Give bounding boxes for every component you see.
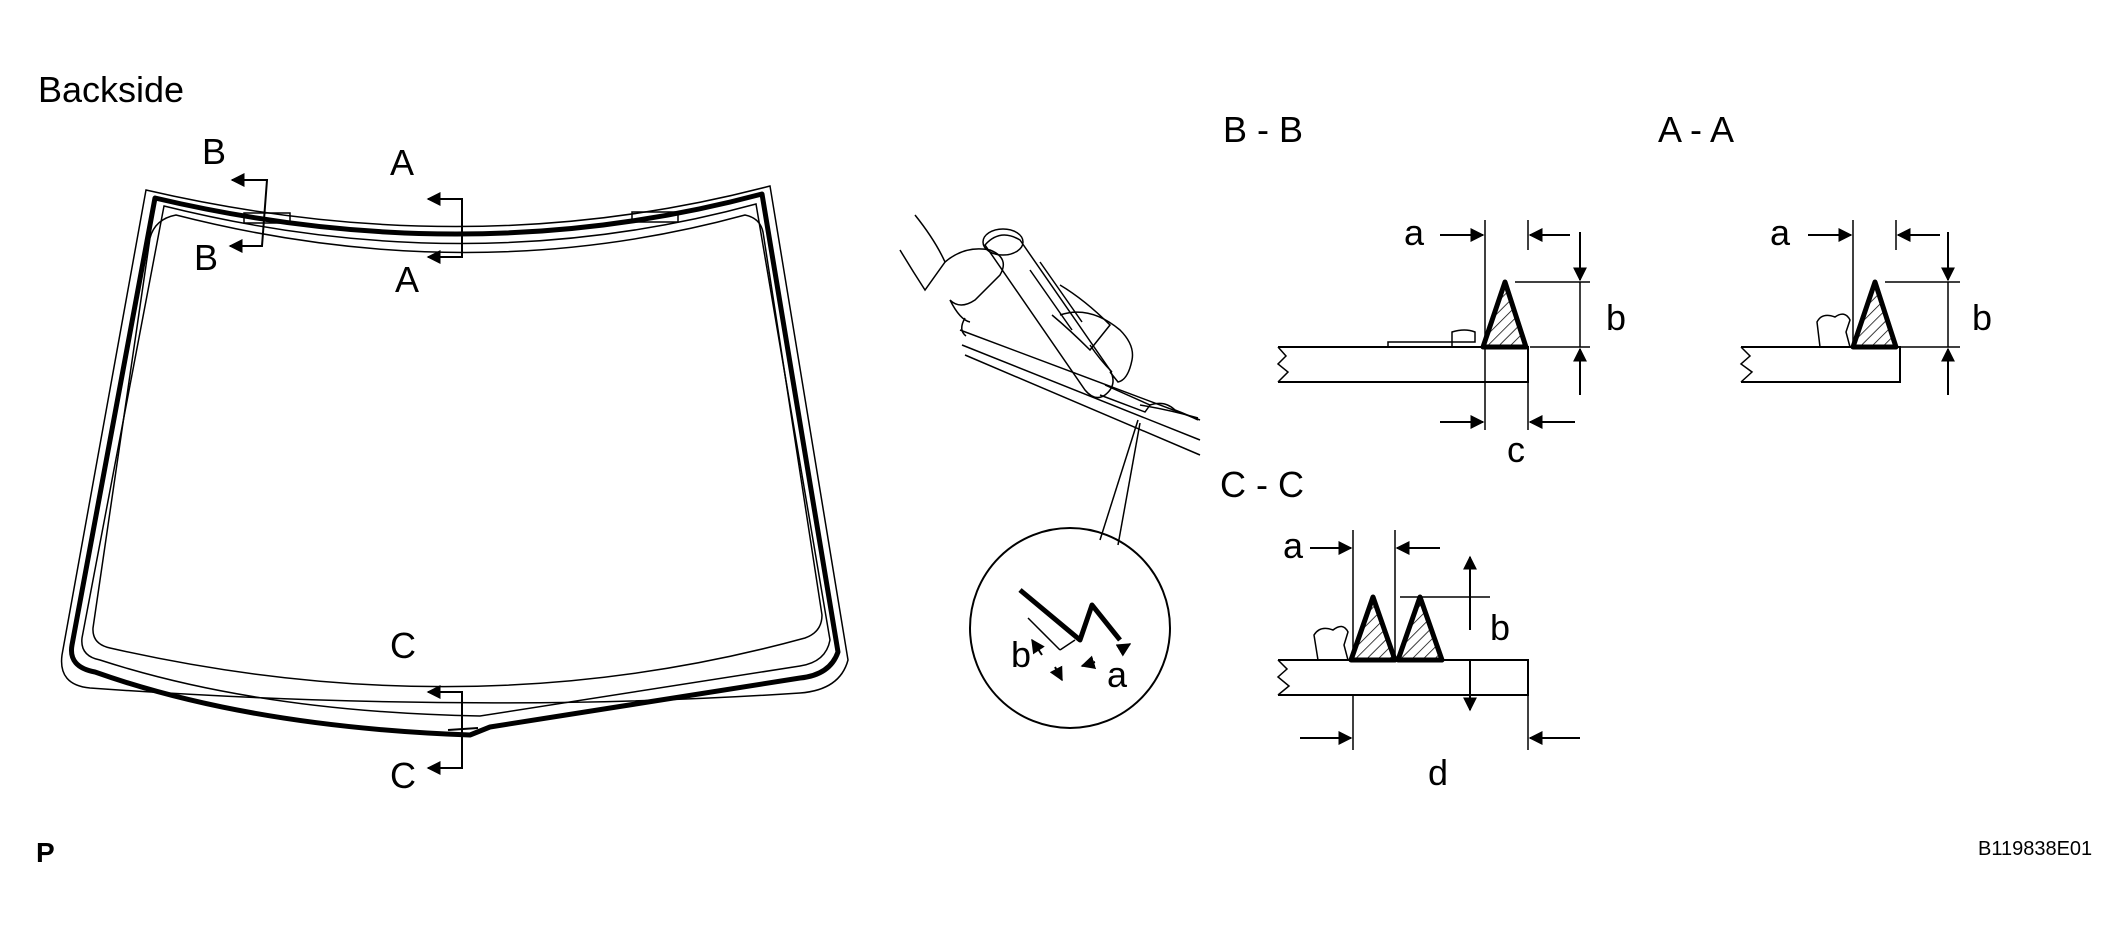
bb-dimension-c: c (1507, 429, 1525, 470)
section-bb-title: B - B (1223, 109, 1303, 150)
cut-line-b: B B (194, 131, 269, 278)
sealant-gun-illustration (899, 214, 1201, 546)
section-aa-title: A - A (1658, 109, 1734, 150)
cut-label-c-bottom: C (390, 755, 416, 796)
section-cc-drawing: a b d (1276, 525, 1580, 793)
backside-title: Backside (38, 69, 184, 110)
cut-line-a: A A (390, 142, 463, 300)
cut-label-c-top: C (390, 625, 416, 666)
aa-dimension-b: b (1972, 297, 1992, 338)
cc-dimension-a: a (1283, 525, 1304, 566)
zoom-dimension-b: b (1011, 634, 1031, 675)
cut-label-a-bottom: A (395, 259, 419, 300)
bb-dimension-b: b (1606, 297, 1626, 338)
cc-dimension-b: b (1490, 607, 1510, 648)
bb-dimension-a: a (1404, 212, 1425, 253)
figure-code: B119838E01 (1978, 838, 2092, 860)
cut-label-b-top: B (202, 131, 226, 172)
section-aa-drawing: a b (1739, 212, 1992, 395)
aa-dimension-a: a (1770, 212, 1791, 253)
section-bb-drawing: a b c (1276, 212, 1626, 470)
cut-label-b-bottom: B (194, 237, 218, 278)
bead-zoom-detail: b a (969, 527, 1171, 729)
cc-dimension-d: d (1428, 752, 1448, 793)
windshield-outline (60, 185, 849, 738)
corner-p-label: P (36, 837, 55, 868)
section-cc-title: C - C (1220, 464, 1304, 505)
cut-line-c: C C (390, 625, 479, 796)
zoom-dimension-a: a (1107, 654, 1128, 695)
cut-label-a-top: A (390, 142, 414, 183)
